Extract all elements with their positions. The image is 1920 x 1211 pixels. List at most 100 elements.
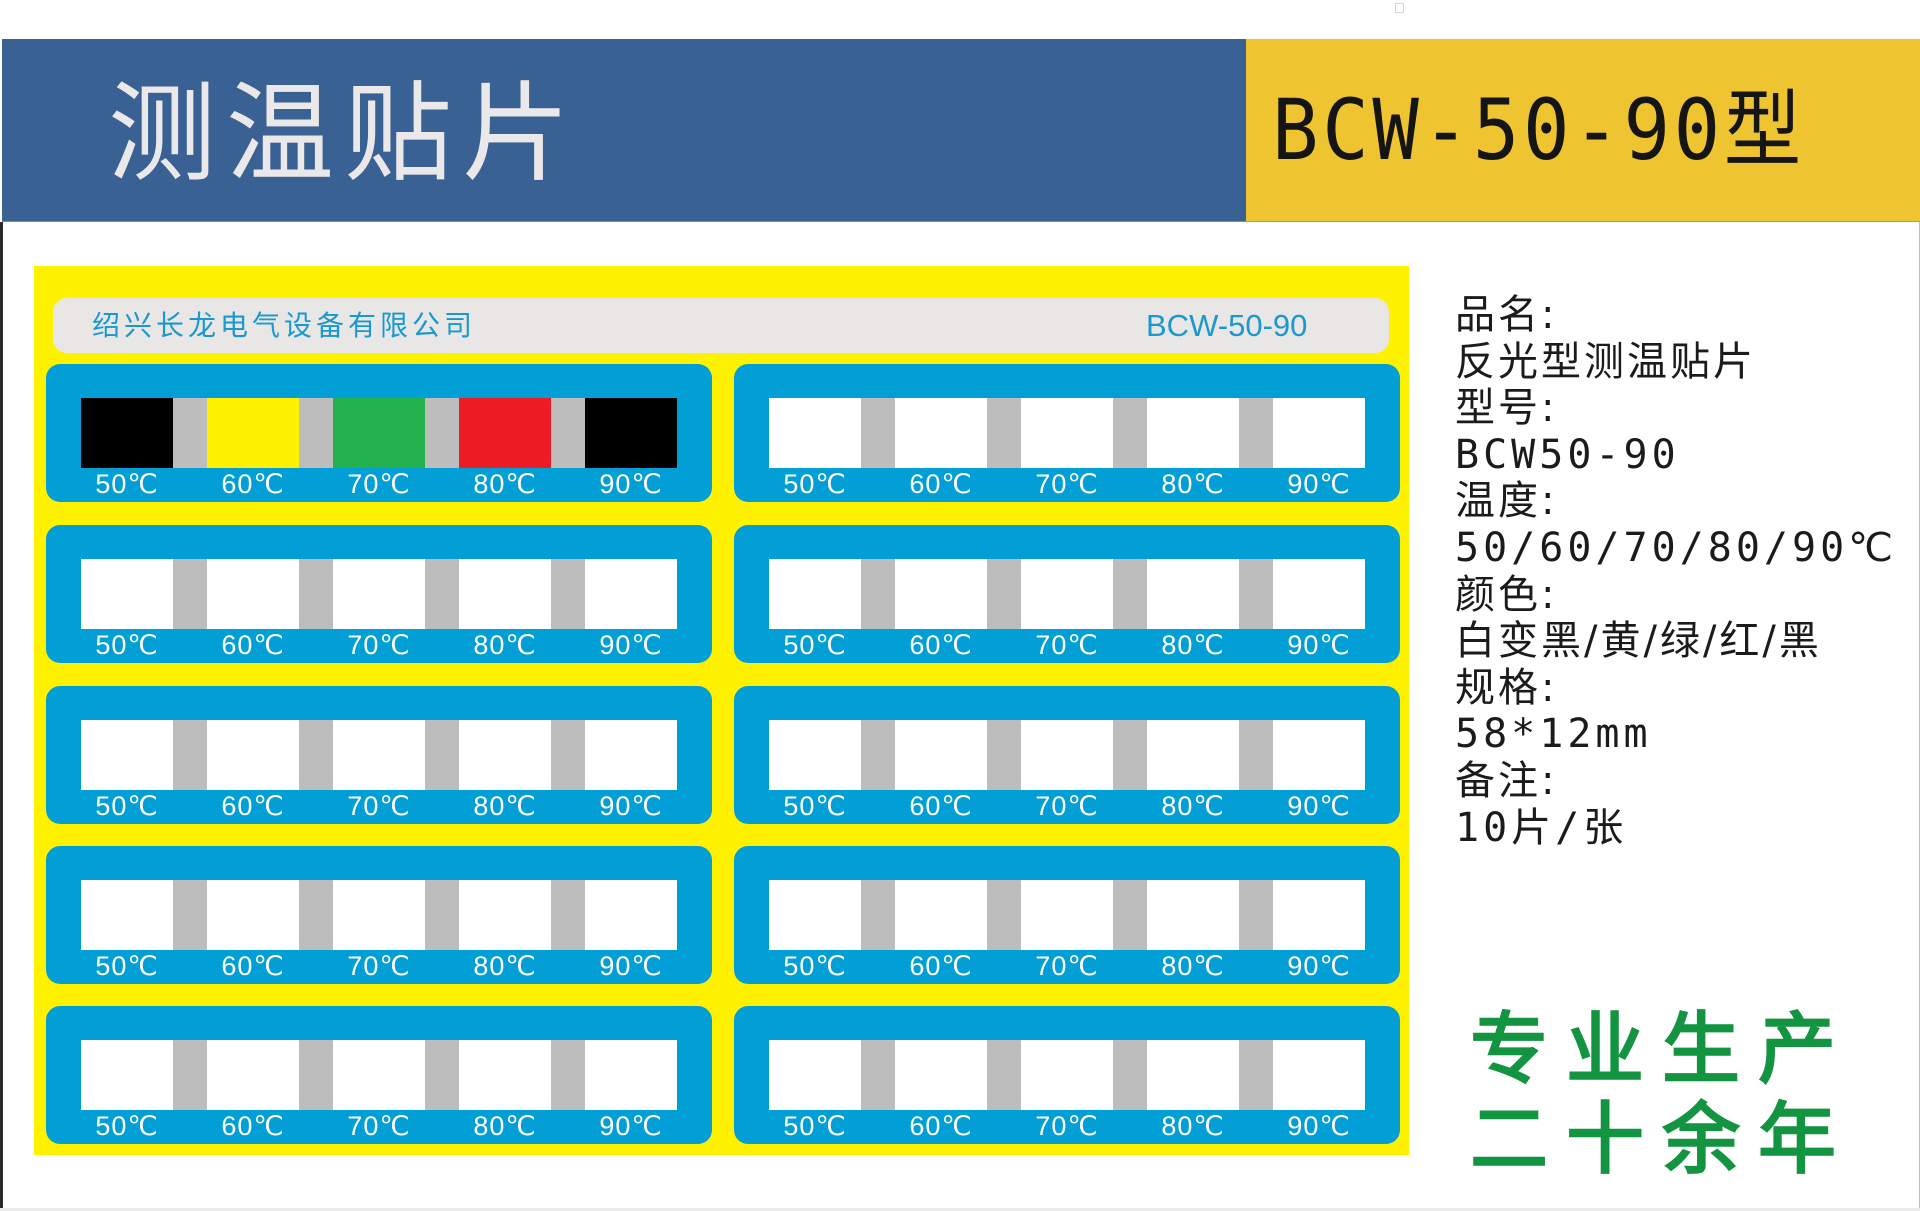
segment-divider [173, 720, 207, 790]
indicator-strip [769, 398, 1365, 468]
segment-divider [551, 1040, 585, 1110]
indicator-segment [895, 1040, 987, 1110]
temperature-label: 80℃ [473, 630, 537, 660]
temperature-label: 60℃ [221, 1111, 285, 1141]
temperature-label: 60℃ [221, 630, 285, 660]
indicator-segment [1147, 720, 1239, 790]
temperature-label: 70℃ [1035, 630, 1099, 660]
name-label: 品名: [1455, 292, 1558, 338]
segment-divider [173, 398, 207, 468]
temperature-label: 60℃ [909, 951, 973, 981]
segment-divider [1239, 398, 1273, 468]
segment-divider [173, 559, 207, 629]
segment-divider [861, 720, 895, 790]
temperature-label: 60℃ [909, 1111, 973, 1141]
indicator-segment [1021, 880, 1113, 950]
indicator-segment [207, 398, 299, 468]
temperature-label: 80℃ [1161, 791, 1225, 821]
temperature-label: 70℃ [347, 791, 411, 821]
temperature-label: 60℃ [221, 791, 285, 821]
temperature-label: 80℃ [473, 951, 537, 981]
temperature-label: 90℃ [1287, 951, 1351, 981]
temperature-label: 60℃ [909, 791, 973, 821]
indicator-segment [1273, 559, 1365, 629]
temperature-label: 50℃ [783, 469, 847, 499]
segment-divider [425, 398, 459, 468]
indicator-segment [1147, 1040, 1239, 1110]
indicator-segment [1147, 398, 1239, 468]
temperature-label: 90℃ [599, 791, 663, 821]
temperature-label: 70℃ [1035, 951, 1099, 981]
segment-divider [551, 880, 585, 950]
indicator-segment [585, 720, 677, 790]
indicator-segment [895, 880, 987, 950]
temperature-label: 90℃ [599, 630, 663, 660]
segment-divider [551, 398, 585, 468]
temperature-label: 50℃ [95, 951, 159, 981]
temperature-label: 50℃ [95, 630, 159, 660]
temperature-label: 90℃ [599, 469, 663, 499]
slogan-line-2: 二十余年 [1470, 1094, 1855, 1185]
indicator-segment [769, 880, 861, 950]
indicator-segment [207, 1040, 299, 1110]
indicator-segment [81, 559, 173, 629]
product-info: 品名: 反光型测温贴片 型号: BCW50-90 温度: 50/60/70/80… [1455, 292, 1897, 851]
indicator-segment [1273, 720, 1365, 790]
indicator-segment [1021, 1040, 1113, 1110]
temperature-label: 50℃ [783, 630, 847, 660]
header-title-band [2, 39, 1246, 222]
temperature-label: 70℃ [1035, 1111, 1099, 1141]
segment-divider [551, 720, 585, 790]
indicator-segment [459, 720, 551, 790]
temperature-label: 80℃ [1161, 469, 1225, 499]
temperature-label: 70℃ [1035, 791, 1099, 821]
indicator-segment [1021, 720, 1113, 790]
indicator-segment [459, 880, 551, 950]
segment-divider [299, 1040, 333, 1110]
company-name: 绍兴长龙电气设备有限公司 [92, 309, 477, 342]
indicator-segment [1273, 880, 1365, 950]
segment-divider [299, 720, 333, 790]
temperature-label: 50℃ [783, 1111, 847, 1141]
indicator-segment [585, 398, 677, 468]
indicator-segment [585, 880, 677, 950]
indicator-segment [769, 398, 861, 468]
temperature-sticker: 50℃ 60℃ 70℃ 80℃ 90℃ [734, 846, 1400, 984]
indicator-segment [207, 880, 299, 950]
header-model: BCW-50-90型 [1272, 81, 1805, 179]
indicator-segment [333, 1040, 425, 1110]
temperature-label: 70℃ [347, 1111, 411, 1141]
temperature-label: 60℃ [221, 469, 285, 499]
temperature-label: 90℃ [1287, 469, 1351, 499]
segment-divider [299, 880, 333, 950]
model-label: 型号: [1455, 385, 1558, 432]
temperature-label: 50℃ [783, 951, 847, 981]
segment-divider [1113, 559, 1147, 629]
indicator-strip [81, 1040, 677, 1110]
segment-divider [173, 1040, 207, 1110]
segment-divider [173, 880, 207, 950]
temperature-label: 60℃ [909, 469, 973, 499]
temperature-label: 90℃ [1287, 630, 1351, 660]
temperature-label: 80℃ [473, 1111, 537, 1141]
page-title: 测温贴片 [108, 72, 581, 197]
temperature-label: 60℃ [909, 630, 973, 660]
temperature-labels: 50℃ 60℃ 70℃ 80℃ 90℃ [769, 950, 1365, 984]
temperature-label: 80℃ [1161, 1111, 1225, 1141]
segment-divider [551, 559, 585, 629]
indicator-segment [459, 559, 551, 629]
indicator-segment [585, 1040, 677, 1110]
temperature-label: 80℃ [1161, 951, 1225, 981]
segment-divider [425, 1040, 459, 1110]
